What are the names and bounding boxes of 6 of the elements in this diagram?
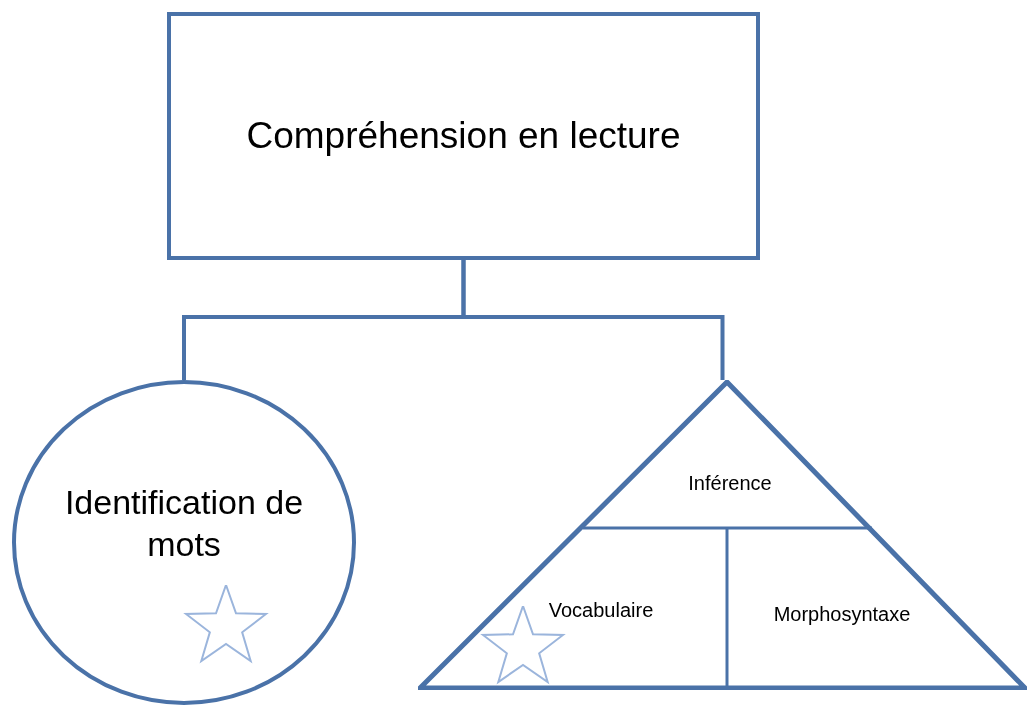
title-box: Compréhension en lecture — [167, 12, 760, 260]
section-label: Morphosyntaxe — [742, 600, 942, 628]
connector-line — [461, 260, 725, 380]
node-label: Identification de mots — [63, 481, 305, 565]
section-label: Vocabulaire — [526, 596, 676, 624]
section-label: Inférence — [650, 468, 810, 498]
